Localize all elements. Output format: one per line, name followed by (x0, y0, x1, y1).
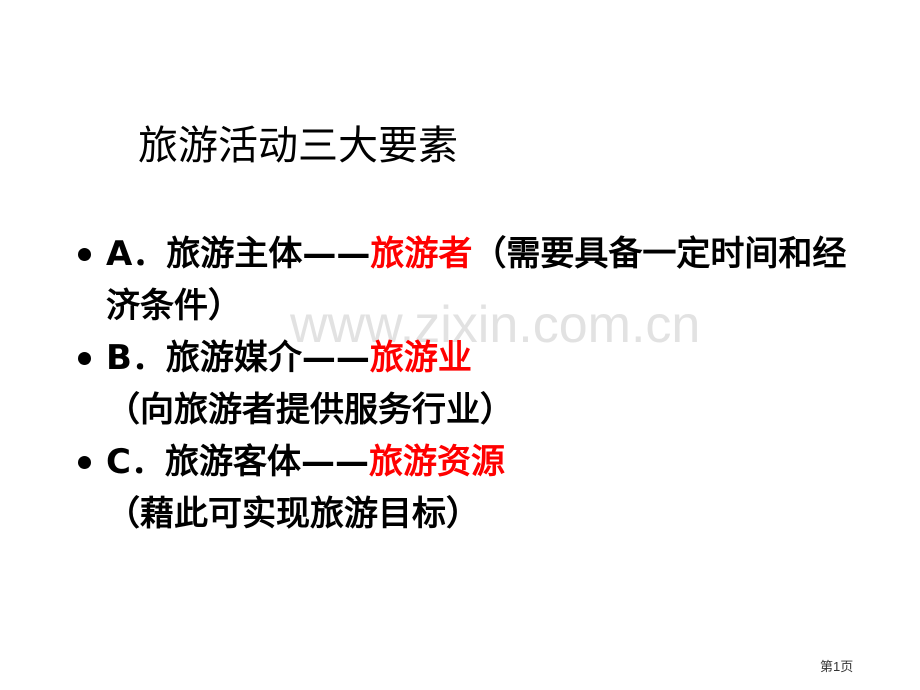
bullet-highlight: 旅游资源 (368, 442, 505, 482)
bullet-item-a: A．旅游主体——旅游者（需要具备一定时间和经济条件） (72, 228, 872, 332)
page-number: 第1页 (820, 659, 854, 674)
bullet-item-c: C．旅游客体——旅游资源 （藉此可实现旅游目标） (72, 436, 872, 540)
bullet-detail: （需要具备一定时间和经济条件） (106, 234, 847, 326)
bullet-text: A．旅游主体——旅游者（需要具备一定时间和经济条件） (106, 228, 876, 332)
bullet-highlight: 旅游者 (370, 234, 473, 274)
bullet-label: A．旅游主体—— (106, 234, 371, 274)
bullet-detail: （藉此可实现旅游目标） (106, 494, 480, 534)
bullet-text: B．旅游媒介——旅游业 （向旅游者提供服务行业） (106, 332, 876, 436)
slide-title: 旅游活动三大要素 (138, 123, 458, 169)
bullet-item-b: B．旅游媒介——旅游业 （向旅游者提供服务行业） (72, 332, 872, 436)
bullet-list: A．旅游主体——旅游者（需要具备一定时间和经济条件） B．旅游媒介——旅游业 （向… (72, 228, 872, 540)
bullet-detail: （向旅游者提供服务行业） (106, 390, 514, 430)
bullet-dot-icon (78, 456, 91, 469)
bullet-dot-icon (78, 352, 91, 365)
bullet-highlight: 旅游业 (369, 338, 472, 378)
bullet-label: B．旅游媒介—— (106, 338, 370, 378)
bullet-dot-icon (78, 248, 91, 261)
bullet-text: C．旅游客体——旅游资源 （藉此可实现旅游目标） (106, 436, 876, 540)
bullet-label: C．旅游客体—— (106, 442, 369, 482)
